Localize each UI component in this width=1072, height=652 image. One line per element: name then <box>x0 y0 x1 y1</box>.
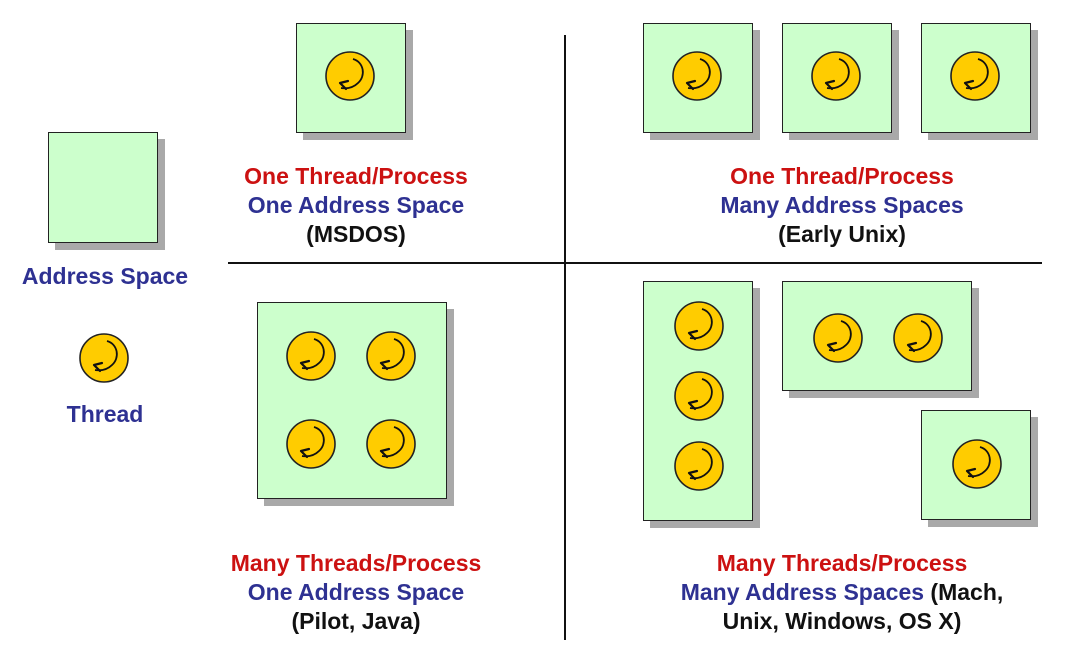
thread-icon <box>285 330 337 382</box>
thread-icon <box>365 418 417 470</box>
tr-address-space <box>782 23 892 133</box>
tr-caption: One Thread/Process Many Address Spaces (… <box>720 163 964 247</box>
legend-thread-icon <box>78 332 130 384</box>
tl-caption: One Thread/Process One Address Space (MS… <box>244 163 468 247</box>
thread-icon <box>673 300 725 352</box>
thread-icon <box>324 50 376 102</box>
br-address-space-small <box>921 410 1031 520</box>
bl-address-space <box>257 302 447 499</box>
thread-icon <box>285 418 337 470</box>
thread-icon <box>949 50 1001 102</box>
legend-address-space-label: Address Space <box>21 263 189 289</box>
thread-icon <box>671 50 723 102</box>
br-address-space-tall <box>643 281 753 521</box>
thread-icon <box>673 370 725 422</box>
thread-icon <box>810 50 862 102</box>
legend-thread-label: Thread <box>66 401 144 427</box>
thread-icon <box>892 312 944 364</box>
thread-icon <box>673 440 725 492</box>
thread-icon <box>365 330 417 382</box>
horizontal-divider <box>228 262 1042 264</box>
br-address-space-wide <box>782 281 972 391</box>
bl-caption: Many Threads/Process One Address Space (… <box>230 550 482 634</box>
br-caption: Many Threads/Process Many Address Spaces… <box>680 550 1004 634</box>
tr-address-space <box>921 23 1031 133</box>
thread-icon <box>951 438 1003 490</box>
br-caption-line2-blue: Many Address Spaces <box>680 579 925 605</box>
tr-address-space <box>643 23 753 133</box>
thread-icon <box>812 312 864 364</box>
legend-address-space-box <box>48 132 158 243</box>
tl-address-space <box>296 23 406 133</box>
vertical-divider <box>564 35 566 640</box>
br-caption-line2-black: (Mach, <box>924 579 1004 605</box>
